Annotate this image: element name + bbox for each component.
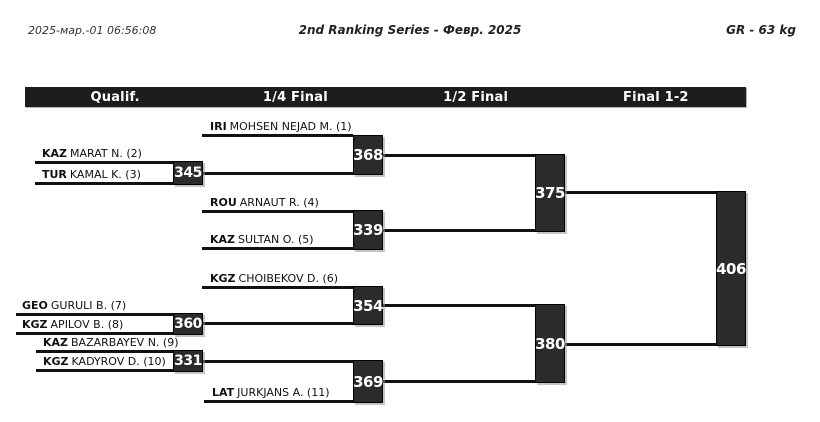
match-number: 368 (353, 146, 383, 164)
entry-name: GURULI B. (7) (50, 299, 127, 312)
match-box-331: 331 (173, 350, 203, 372)
event-title: 2nd Ranking Series - Февр. 2025 (298, 23, 522, 37)
entry-name: APILOV B. (8) (50, 318, 124, 331)
bracket-line-mohsen-nejad (202, 134, 353, 137)
match-number: 369 (353, 372, 383, 391)
round-header-qualif: Qualif. (90, 89, 140, 105)
match-box-375: 375 (535, 154, 565, 232)
bracket-line-guruli (16, 313, 173, 316)
match-box-345: 345 (173, 161, 203, 185)
match-box-369: 369 (353, 360, 383, 403)
entry-country: GEO (22, 299, 48, 312)
entry-name: MOHSEN NEJAD M. (1) (229, 120, 352, 133)
entry-country: KAZ (210, 233, 236, 246)
entry-country: KAZ (43, 336, 69, 349)
bracket-line-marat (35, 161, 173, 164)
match-number: 375 (535, 184, 565, 202)
match-number: 339 (353, 221, 383, 239)
match-box-339: 339 (353, 210, 383, 250)
entry-country: TUR (42, 168, 67, 181)
bracket-line-arnaut (202, 210, 353, 213)
bracket-line-jurkjans (204, 400, 353, 403)
match-box-354: 354 (353, 286, 383, 325)
entry-name: SULTAN O. (5) (238, 233, 314, 246)
connector-354-to-380 (383, 304, 535, 307)
bracket-line-apilov (16, 332, 203, 335)
bracket-line-sultan (202, 247, 353, 250)
connector-360-to-354 (203, 322, 353, 325)
entry-name: KAMAL K. (3) (69, 168, 141, 181)
match-number: 331 (174, 353, 202, 369)
bracket-line-kamal (35, 182, 203, 185)
connector-345-to-368 (203, 172, 353, 175)
round-header-semifinal: 1/2 Final (443, 89, 509, 105)
match-box-360: 360 (173, 313, 203, 335)
entry-name: KADYROV D. (10) (71, 355, 166, 368)
match-box-368: 368 (353, 135, 383, 175)
connector-380-to-406 (565, 343, 716, 346)
match-number: 354 (353, 296, 383, 315)
round-header-bar: Qualif. 1/4 Final 1/2 Final Final 1-2 (25, 87, 746, 107)
connector-331-to-369 (203, 360, 353, 363)
entry-country: KGZ (210, 272, 236, 285)
round-header-quarterfinal: 1/4 Final (262, 89, 328, 105)
entry-country: LAT (212, 386, 235, 399)
entry-country: IRI (210, 120, 227, 133)
match-box-380: 380 (535, 304, 565, 383)
match-number: 380 (535, 334, 565, 353)
entry-name: ARNAUT R. (4) (239, 196, 319, 209)
entry-name: BAZARBAYEV N. (9) (71, 336, 179, 349)
bracket-line-kadyrov (36, 369, 203, 372)
entry-country: ROU (210, 196, 237, 209)
connector-339-to-375 (383, 229, 535, 232)
entry-name: MARAT N. (2) (70, 147, 142, 160)
entry-name: JURKJANS A. (11) (237, 386, 330, 399)
print-timestamp: 2025-мар.-01 06:56:08 (28, 24, 157, 37)
connector-369-to-380 (383, 380, 535, 383)
match-box-406: 406 (716, 191, 746, 346)
match-number: 406 (716, 259, 746, 278)
weight-category: GR - 63 kg (726, 23, 796, 37)
connector-368-to-375 (383, 154, 535, 157)
match-number: 360 (174, 316, 202, 332)
bracket-line-bazarbayev (36, 350, 173, 353)
round-header-final: Final 1-2 (623, 89, 689, 105)
bracket-line-choibekov (202, 286, 353, 289)
match-number: 345 (174, 165, 202, 181)
entry-country: KGZ (43, 355, 69, 368)
entry-name: CHOIBEKOV D. (6) (238, 272, 339, 285)
entry-country: KAZ (42, 147, 68, 160)
connector-375-to-406 (565, 191, 716, 194)
entry-country: KGZ (22, 318, 48, 331)
